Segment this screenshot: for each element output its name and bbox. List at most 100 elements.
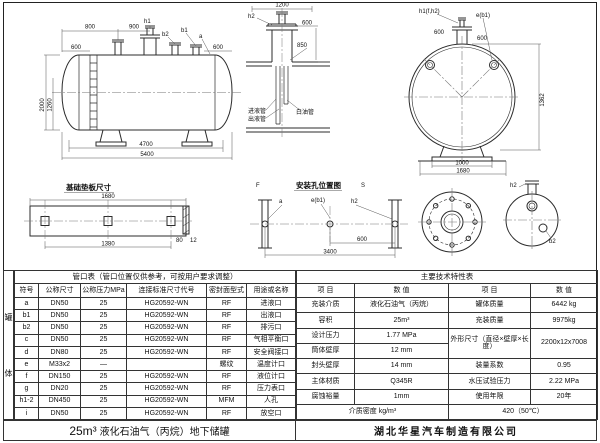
spec-value: 1.77 MPa: [354, 327, 449, 344]
detail-label-b2: b2: [549, 239, 556, 245]
install-label-h2: h2: [351, 199, 358, 205]
spec-value: 9975kg: [530, 312, 598, 329]
side-view-dim-lines: [44, 26, 233, 160]
cell-pressure: 25: [80, 406, 127, 421]
cell-pressure: 25: [80, 309, 127, 323]
cell-pressure: 25: [80, 345, 127, 359]
dim-1680-end: 1680: [456, 169, 470, 175]
spec-item: 使用年限: [448, 388, 531, 405]
col-symbol: 符号: [14, 283, 39, 298]
spec-item: 设计压力: [296, 327, 355, 344]
col-face: 密封面型式: [206, 283, 247, 298]
spec-item: 外形尺寸（直径×壁厚×长度）: [448, 327, 531, 359]
col-item: 项 目: [448, 283, 531, 298]
cell-face: MFM: [206, 394, 247, 408]
end-view-centerlines: [404, 36, 520, 164]
end-view-dim-lines: [419, 13, 541, 176]
spec-table-block: 主要技术特性表 项 目 数 值 项 目 数 值 充装介质液化石油气（丙烷）罐体质…: [296, 270, 598, 421]
cell-use: 压力表口: [246, 382, 296, 396]
spec-item: 封头壁厚: [296, 357, 355, 375]
cell-size: DN450: [38, 394, 81, 408]
product-name: 液化石油气（丙烷）地下储罐: [99, 427, 230, 438]
nozzle-table: 管口表（管口位置仅供参考，可按用户要求调整） 符号 公称尺寸 公称压力MPa 连…: [14, 270, 296, 421]
cell-symbol: h1-2: [14, 394, 39, 408]
cell-standard: HG20592-WN: [126, 370, 207, 384]
cell-symbol: a: [14, 296, 39, 311]
col-use: 用途或名称: [246, 283, 296, 298]
dip-pipes: [275, 66, 289, 125]
section-view-dim-lines: [251, 6, 330, 138]
label-oil-pipe: 白油管: [296, 108, 314, 116]
col-size: 公称尺寸: [38, 283, 81, 298]
label-h2: h2: [248, 14, 255, 20]
spec-item: 水压试验压力: [448, 373, 531, 390]
installation-title: 安装孔位置图: [296, 180, 341, 190]
spec-value: 14 mm: [354, 357, 449, 375]
cell-size: M33x2: [38, 357, 81, 372]
cell-size: DN50: [38, 321, 81, 335]
dim-12: 12: [190, 238, 197, 244]
spec-value: 420（50℃）: [448, 403, 598, 421]
spec-item: 腐蚀裕量: [296, 388, 355, 405]
label-h1: h1: [144, 19, 151, 25]
cell-symbol: d: [14, 345, 39, 359]
tank-body-vertical-label: 罐 体: [3, 270, 14, 420]
dim-1380: 1380: [101, 242, 115, 248]
cell-face: 螺纹: [206, 357, 247, 372]
view-label-s: S: [361, 183, 365, 189]
cell-pressure: 25: [80, 333, 127, 347]
label-b2: b2: [162, 32, 169, 38]
title-block: 25m³ 液化石油气（丙烷）地下储罐 湖北华星汽车制造有限公司: [3, 420, 597, 441]
cell-standard: [126, 357, 207, 372]
dim-80: 80: [176, 238, 183, 244]
cell-symbol: e: [14, 357, 39, 372]
cell-face: RF: [206, 382, 247, 396]
nozzle-b2: [169, 42, 181, 55]
cell-face: RF: [206, 406, 247, 421]
cell-pressure: 25: [80, 394, 127, 408]
side-label-char: 体: [4, 368, 13, 378]
col-value: 数 值: [354, 283, 449, 298]
cell-use: 放空口: [246, 406, 296, 421]
technical-drawing: 800 900 h1 b2 b1 a 600 600 2000 1260 470…: [24, 3, 561, 258]
spec-value: 2200x12x7008: [530, 327, 598, 359]
dim-1000: 1000: [455, 161, 469, 167]
nozzle-table-block: 罐 体 管口表（管口位置仅供参考，可按用户要求调整） 符号 公称尺寸 公称压力M…: [3, 270, 296, 421]
dim-600-end-b: 600: [477, 36, 488, 42]
spec-item: 充装介质: [296, 296, 355, 314]
spec-item: 充装质量: [448, 312, 531, 329]
dim-600-section: 600: [302, 21, 313, 27]
dim-800: 800: [85, 25, 96, 31]
cell-symbol: c: [14, 333, 39, 347]
cell-standard: HG20592-WN: [126, 406, 207, 421]
install-label-a: a: [279, 199, 283, 205]
spec-value: 液化石油气（丙烷）: [354, 296, 449, 314]
cell-size: DN50: [38, 309, 81, 323]
saddle-left: [99, 129, 123, 143]
cell-standard: HG20592-WN: [126, 382, 207, 396]
cell-face: RF: [206, 321, 247, 335]
cell-pressure: 25: [80, 321, 127, 335]
spec-value: 0.95: [530, 357, 598, 375]
label-h1-f-h2: h1(f,h2): [419, 9, 440, 15]
dim-4700: 4700: [139, 142, 153, 148]
spec-value: 2.22 MPa: [530, 373, 598, 390]
product-volume: 25m³: [69, 423, 97, 438]
cell-use: 进液口: [246, 296, 296, 311]
dim-850: 850: [297, 43, 308, 49]
spec-table-title: 主要技术特性表: [296, 270, 598, 284]
label-inlet-pipe: 进液管: [248, 107, 266, 115]
cell-size: DN20: [38, 382, 81, 396]
cell-use: 人孔: [246, 394, 296, 408]
product-title: 25m³ 液化石油气（丙烷）地下储罐: [3, 420, 296, 441]
installation-dim-lines: [250, 190, 408, 258]
cell-pressure: 25: [80, 382, 127, 396]
